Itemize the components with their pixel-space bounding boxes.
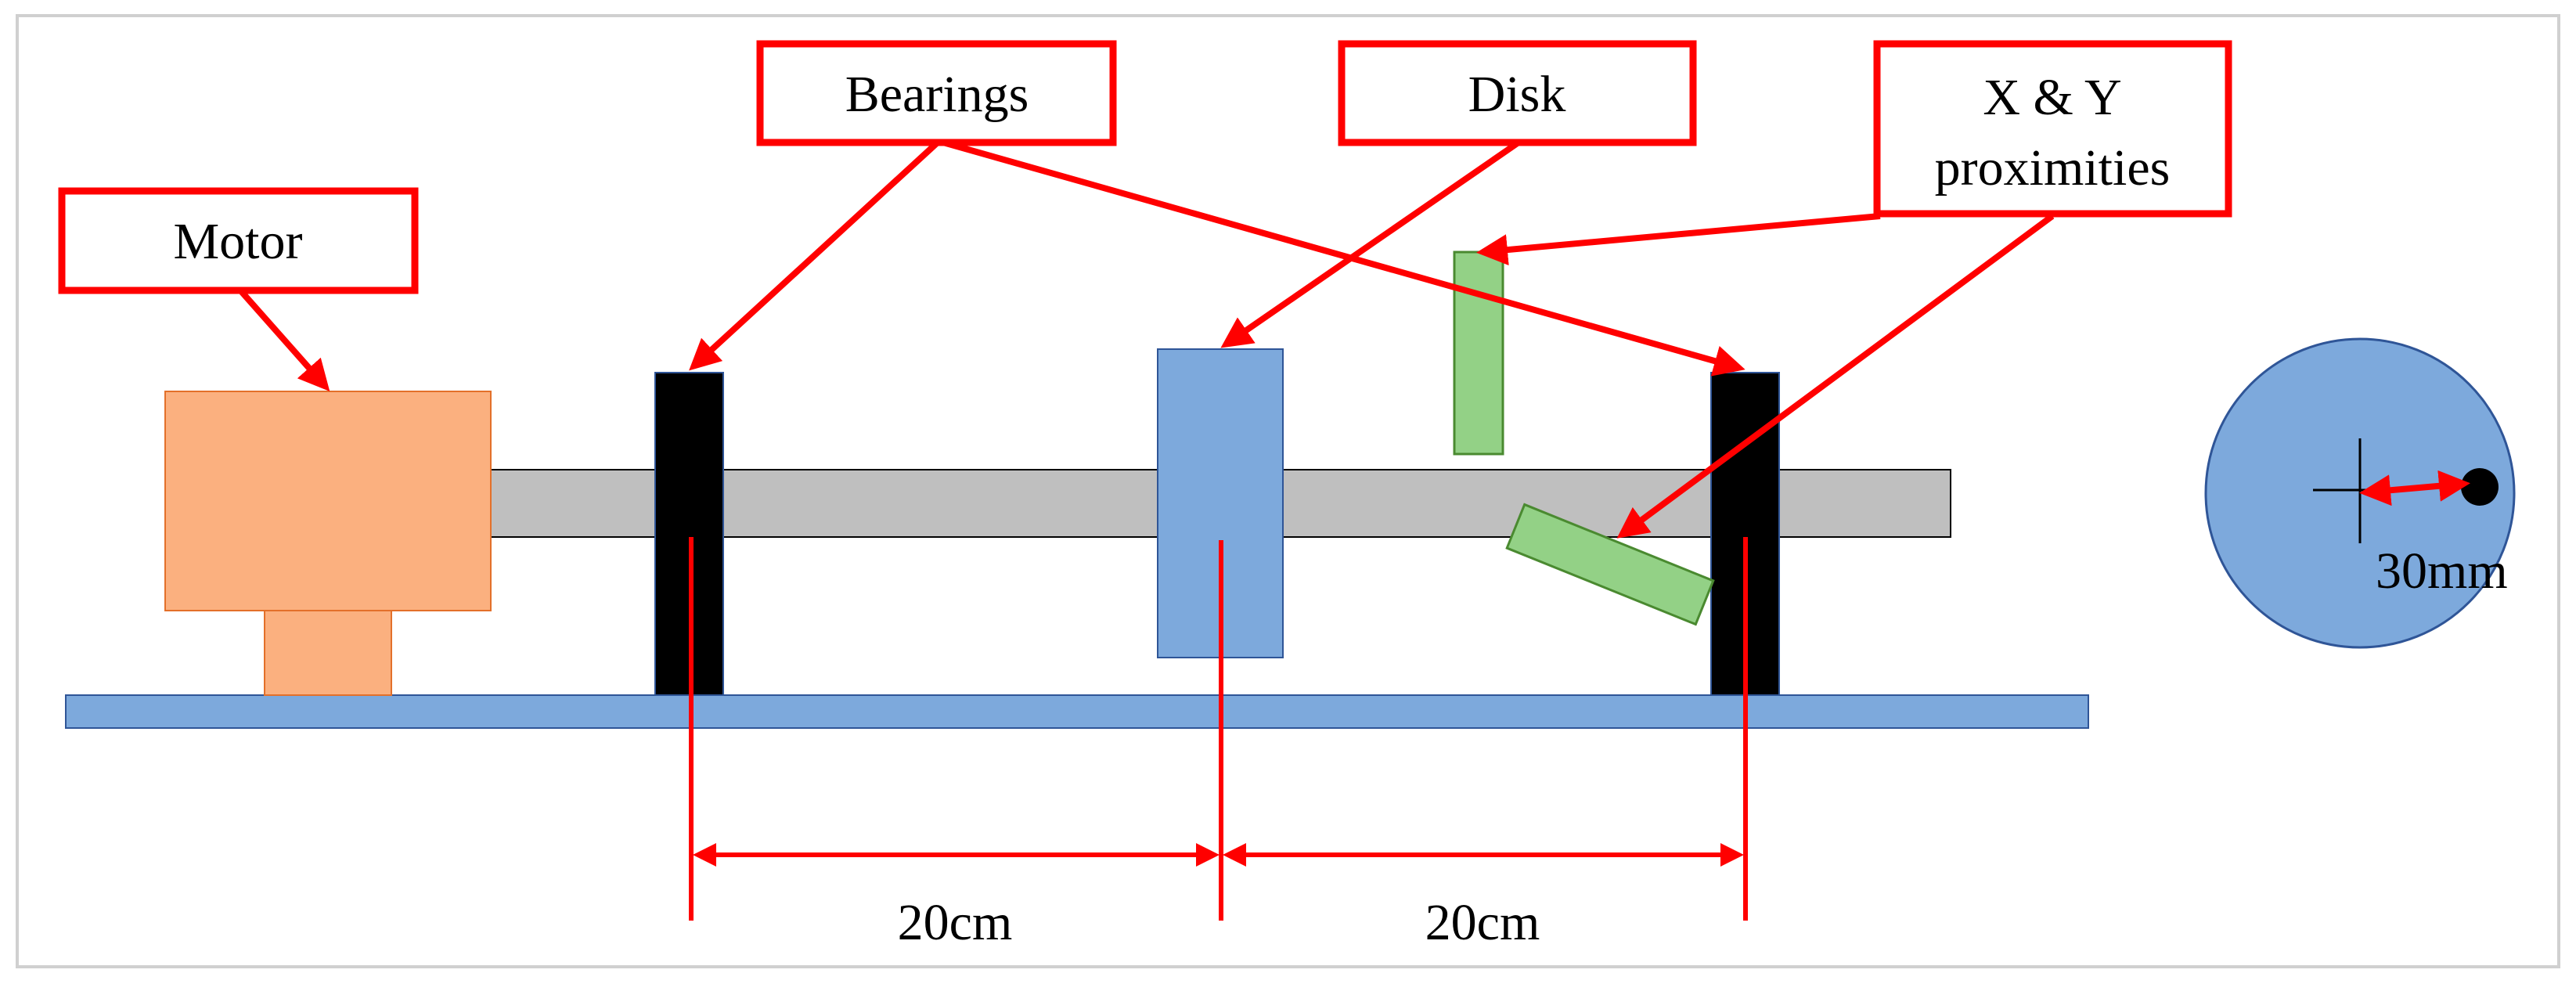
leader-proximity-vertical bbox=[1476, 213, 1881, 266]
callout-box-bearings bbox=[756, 40, 1117, 146]
dim-label-right-span: 20cm bbox=[1425, 894, 1540, 951]
figure-frame bbox=[16, 14, 2560, 968]
callout-label-proximities-line1: X & Y bbox=[1983, 69, 2121, 126]
leader-proximity-angled bbox=[1616, 213, 2055, 539]
leader-bearings-left bbox=[689, 139, 942, 371]
eccentricity-label: 30mm bbox=[2376, 542, 2508, 600]
base-plate bbox=[65, 694, 2089, 729]
leader-bearings-right bbox=[942, 139, 1746, 377]
callout-box-disk bbox=[1338, 40, 1697, 146]
unbalance-mass bbox=[2461, 468, 2499, 506]
proximity-sensor-angled bbox=[1505, 503, 1715, 626]
callout-label-motor: Motor bbox=[174, 213, 303, 270]
motor-stand bbox=[264, 610, 392, 696]
callout-box-motor bbox=[58, 187, 419, 294]
callout-label-bearings: Bearings bbox=[845, 66, 1029, 123]
proximity-sensor-vertical bbox=[1453, 251, 1504, 456]
motor-body bbox=[164, 391, 492, 611]
leader-motor bbox=[239, 289, 330, 391]
dim-label-left-span: 20cm bbox=[898, 894, 1013, 951]
callout-label-proximities-line2: proximities bbox=[1935, 139, 2171, 196]
callout-box-proximities bbox=[1873, 40, 2232, 218]
callout-label-disk: Disk bbox=[1468, 66, 1566, 123]
leader-disk bbox=[1220, 139, 1521, 348]
eccentricity-arrow bbox=[2359, 470, 2470, 506]
